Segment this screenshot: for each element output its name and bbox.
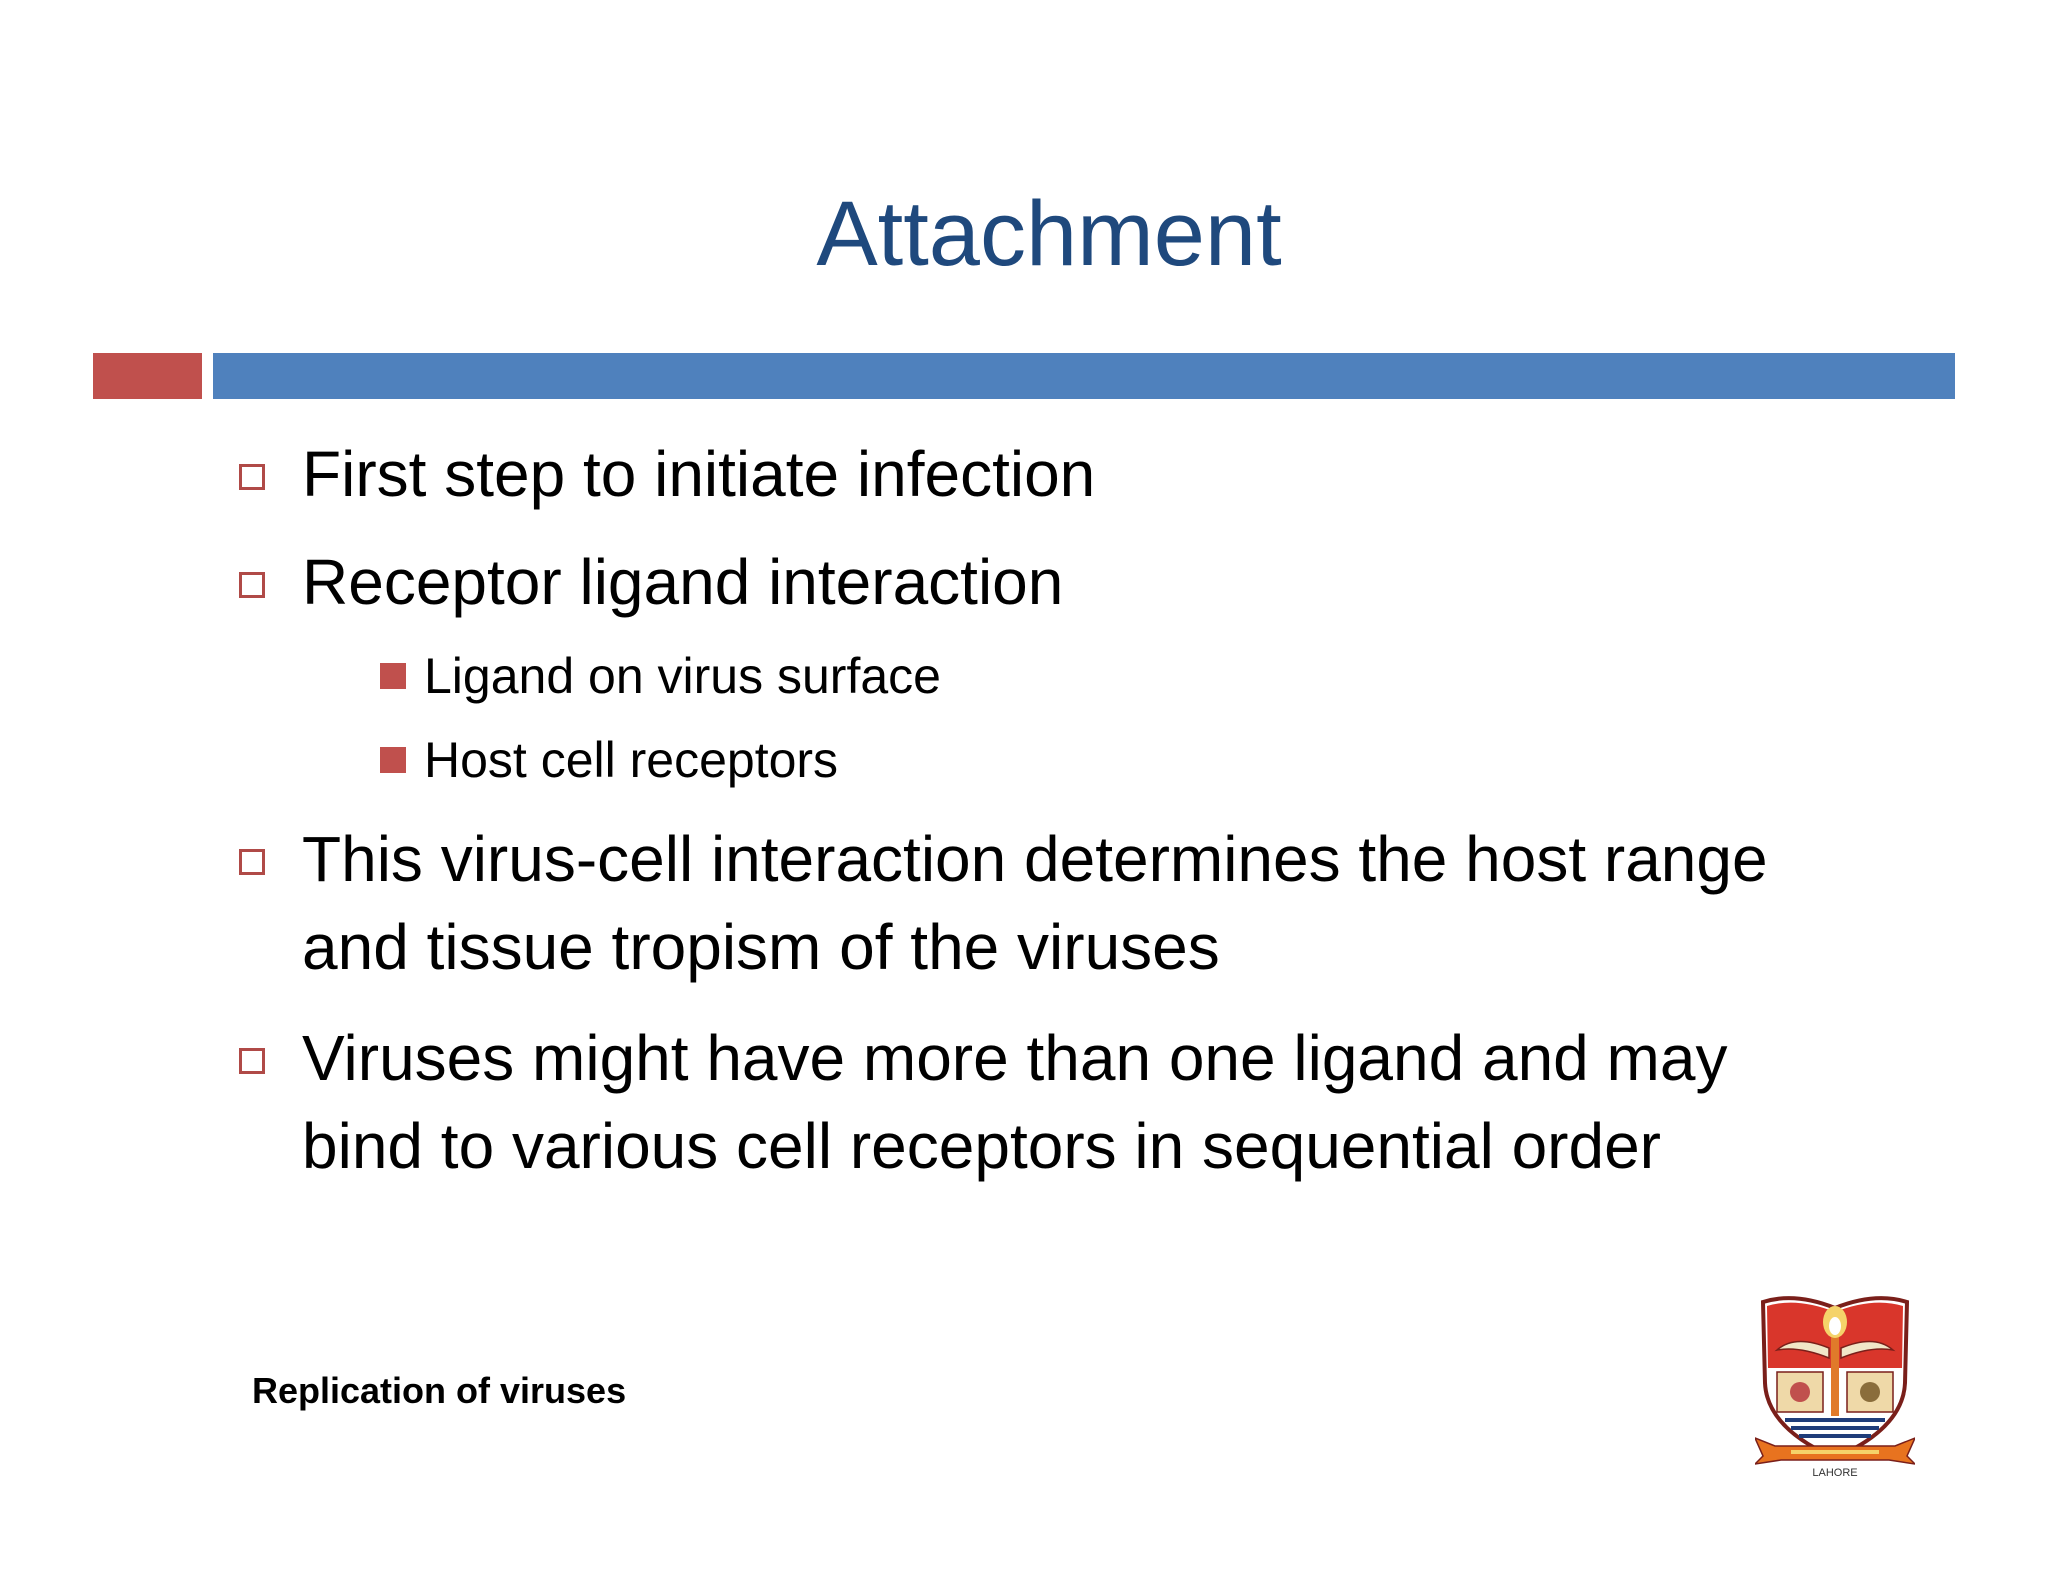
bullet-item: First step to initiate infection (239, 430, 1862, 518)
bullet-text: Viruses might have more than one ligand … (302, 1022, 1728, 1182)
filled-square-bullet-icon (380, 663, 406, 689)
sub-bullet-text: Ligand on virus surface (424, 648, 941, 704)
bullet-text: This virus-cell interaction determines t… (302, 823, 1768, 983)
bullet-text: First step to initiate infection (302, 438, 1096, 510)
bullet-text: Receptor ligand interaction (302, 546, 1064, 618)
filled-square-bullet-icon (380, 747, 406, 773)
hollow-square-bullet-icon (239, 1048, 265, 1074)
bullet-item: Receptor ligand interaction (239, 538, 1862, 626)
bullet-item: This virus-cell interaction determines t… (239, 815, 1862, 991)
hollow-square-bullet-icon (239, 464, 265, 490)
title-accent-bar-red (93, 353, 202, 399)
svg-text:LAHORE: LAHORE (1812, 1467, 1857, 1478)
sub-bullet-item: Ligand on virus surface (380, 641, 941, 711)
sub-bullet-text: Host cell receptors (424, 732, 839, 788)
title-accent-bar-blue (213, 353, 1955, 399)
hollow-square-bullet-icon (239, 572, 265, 598)
hollow-square-bullet-icon (239, 849, 265, 875)
sub-bullet-item: Host cell receptors (380, 725, 839, 795)
bullet-item: Viruses might have more than one ligand … (239, 1014, 1862, 1190)
footer-text: Replication of viruses (252, 1370, 627, 1411)
slide-title: Attachment (816, 183, 1282, 285)
college-crest-logo: LAHORE (1755, 1296, 1915, 1478)
